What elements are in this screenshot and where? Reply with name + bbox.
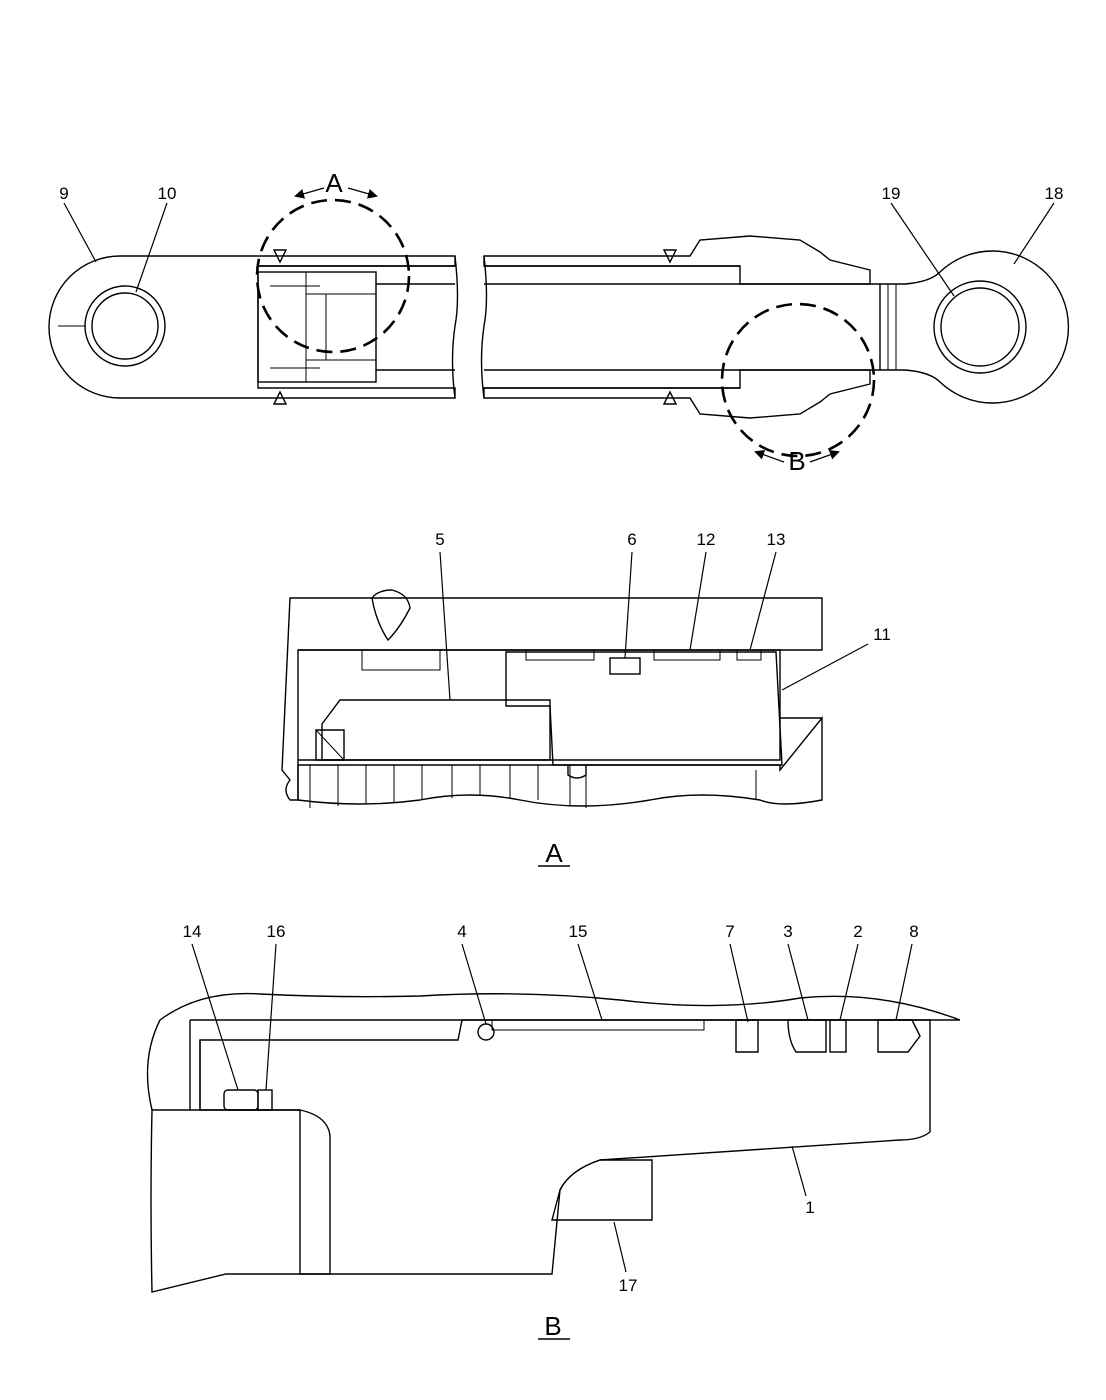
detail-mark-b: B: [788, 446, 805, 476]
seal-3: [787, 1019, 827, 1053]
o-ring-14: [223, 1089, 259, 1111]
svg-text:1: 1: [805, 1198, 814, 1217]
detail-mark-a: A: [325, 168, 343, 198]
rod-eye-bore: [933, 280, 1027, 374]
callout-8: 8: [895, 922, 919, 1021]
detail-a-view: 5 6 12 13 11 A: [281, 530, 891, 868]
svg-text:15: 15: [569, 922, 588, 941]
callout-16: 16: [265, 922, 286, 1091]
callout-3: 3: [783, 922, 809, 1021]
barrel-clevis-end: [48, 255, 456, 399]
callout-5: 5: [435, 530, 451, 701]
callout-19: 19: [882, 184, 955, 297]
svg-text:18: 18: [1045, 184, 1064, 203]
svg-text:5: 5: [435, 530, 444, 549]
svg-text:2: 2: [853, 922, 862, 941]
barrel-rod-end: [483, 235, 871, 285]
svg-text:8: 8: [909, 922, 918, 941]
callout-1: 1: [791, 1145, 815, 1217]
callout-13: 13: [749, 530, 786, 651]
piston-11: [505, 651, 783, 766]
detail-circle-b: [720, 302, 876, 458]
svg-text:9: 9: [59, 184, 68, 203]
callout-18: 18: [1013, 184, 1064, 265]
svg-text:17: 17: [619, 1276, 638, 1295]
rod-guide-1: [199, 1019, 931, 1275]
svg-text:10: 10: [158, 184, 177, 203]
rod-wear-15: [491, 1019, 705, 1031]
detail-a-caption: A: [545, 838, 563, 868]
backup-ring-2: [829, 1019, 847, 1053]
ring-13: [736, 649, 762, 661]
svg-text:12: 12: [697, 530, 716, 549]
barrel-section: [150, 1109, 331, 1293]
wiper-8: [877, 1019, 921, 1053]
callout-17: 17: [613, 1221, 638, 1295]
callout-6: 6: [624, 530, 637, 659]
detail-b-caption: B: [544, 1311, 561, 1341]
lug-17: [551, 1159, 653, 1221]
callout-11: 11: [781, 625, 891, 691]
svg-text:19: 19: [882, 184, 901, 203]
svg-text:3: 3: [783, 922, 792, 941]
bushing-19: [940, 287, 1020, 367]
rod-eye-18: [879, 250, 1070, 404]
o-ring-4: [477, 1023, 495, 1041]
cylinder-overview: A B 9 10 19 18: [48, 168, 1070, 476]
svg-text:7: 7: [725, 922, 734, 941]
backup-ring-16: [257, 1089, 273, 1111]
seal-7: [735, 1019, 759, 1053]
svg-text:14: 14: [183, 922, 202, 941]
callout-10: 10: [135, 184, 177, 293]
svg-text:16: 16: [267, 922, 286, 941]
svg-text:4: 4: [457, 922, 466, 941]
callout-9: 9: [59, 184, 97, 263]
svg-text:11: 11: [873, 625, 891, 644]
bushing-10: [91, 292, 159, 360]
callout-12: 12: [689, 530, 716, 651]
callout-2: 2: [839, 922, 863, 1021]
detail-b-view: 14 16 4 15 7 3 2 8: [146, 922, 961, 1341]
nut-5: [321, 699, 551, 761]
svg-text:13: 13: [767, 530, 786, 549]
callout-7: 7: [725, 922, 749, 1023]
callout-15: 15: [569, 922, 603, 1021]
svg-text:6: 6: [627, 530, 636, 549]
barrel-wall: [281, 597, 823, 801]
seal-6: [609, 657, 641, 675]
callout-4: 4: [457, 922, 487, 1025]
detail-circle-a: [255, 198, 411, 354]
clevis-bore: [84, 285, 166, 367]
wear-ring-12: [525, 649, 595, 661]
callout-14: 14: [183, 922, 239, 1091]
